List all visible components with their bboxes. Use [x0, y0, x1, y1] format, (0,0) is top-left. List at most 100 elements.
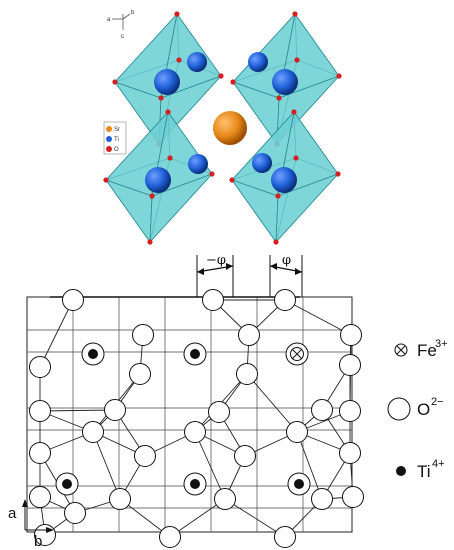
- oxygen-ion: [129, 363, 151, 385]
- oxygen-ion: [238, 324, 260, 346]
- ti-ion-icon: [396, 466, 406, 476]
- legend-o-swatch: [106, 146, 112, 152]
- oxygen-ion: [286, 421, 308, 443]
- oxygen-ion: [29, 356, 51, 378]
- o-atom: [147, 239, 153, 245]
- ti-ion: [190, 349, 200, 359]
- ion-legend: Fe 3+ O 2− Ti 4+: [387, 338, 448, 481]
- ti-ion: [62, 479, 72, 489]
- oxygen-ion: [134, 445, 156, 467]
- oxygen-ion: [184, 421, 206, 443]
- o-atom: [165, 109, 171, 115]
- legend-o-ion: O: [417, 400, 430, 419]
- legend-fe-charge: 3+: [435, 338, 448, 350]
- oxygen-ion: [274, 289, 296, 311]
- ti-atom: [187, 52, 207, 72]
- oxygen-ion: [104, 399, 126, 421]
- legend-sr-swatch: [106, 126, 112, 132]
- oxygen-ion: [159, 526, 181, 548]
- ti-atom: [154, 69, 180, 95]
- o-atom: [112, 79, 118, 85]
- perovskite-3d-structure: a b c Sr Ti O: [103, 10, 342, 245]
- o-atom: [176, 57, 182, 63]
- o-atom: [273, 239, 279, 245]
- octahedra-group: [103, 11, 342, 245]
- oxygen-ion: [274, 526, 296, 548]
- oxygen-ion: [64, 502, 86, 524]
- legend-ti-ion: Ti: [417, 462, 431, 481]
- rotation-minus-phi-label: −φ: [206, 253, 226, 268]
- o-atom: [149, 193, 155, 199]
- octahedron-front-right: [229, 109, 341, 245]
- legend-o-label: O: [114, 147, 119, 153]
- oxygen-ion: [62, 289, 84, 311]
- ti-atom: [272, 69, 298, 95]
- o-atom: [218, 73, 224, 79]
- rotation-annotation-right: φ: [269, 253, 303, 297]
- o-atom: [293, 155, 299, 161]
- o-atom: [275, 193, 281, 199]
- ti-atom: [188, 154, 208, 174]
- axis-c-label: c: [121, 34, 124, 40]
- oxygen-ion: [339, 400, 361, 422]
- ti-atom: [252, 153, 272, 173]
- axis-a-label: a: [107, 17, 111, 23]
- legend-fe: Fe 3+: [394, 338, 448, 360]
- oxygen-ion: [208, 401, 230, 423]
- oxygen-ion: [29, 442, 51, 464]
- o-atom: [103, 177, 109, 183]
- axis-a-label-2d: a: [8, 505, 17, 522]
- o-atom: [167, 155, 173, 161]
- o-atom: [229, 177, 235, 183]
- o-atom: [335, 171, 341, 177]
- legend-sr-label: Sr: [114, 127, 120, 133]
- o-atom: [174, 11, 180, 17]
- o-atom: [209, 171, 215, 177]
- oxygen-ion: [339, 442, 361, 464]
- legend-ti-charge: 4+: [432, 458, 445, 470]
- o-atom: [336, 73, 342, 79]
- octahedra-edges: [39, 299, 354, 538]
- ti-atom: [248, 52, 268, 72]
- o-atom: [230, 79, 236, 85]
- o-atom: [292, 11, 298, 17]
- ti-ion: [88, 349, 98, 359]
- atom-legend: Sr Ti O: [103, 121, 127, 155]
- rotation-annotation-left: −φ: [196, 253, 234, 297]
- oxygen-ion: [311, 399, 333, 421]
- legend-o: O 2−: [387, 396, 444, 421]
- oxygen-ion: [339, 354, 361, 376]
- legend-fe-ion: Fe: [417, 341, 437, 360]
- ti-ion: [190, 479, 200, 489]
- octahedron-back-right: [230, 11, 342, 147]
- rotation-phi-label: φ: [282, 253, 291, 268]
- crystal-axes-indicator: a b c: [107, 10, 135, 40]
- ti-atom: [145, 167, 171, 193]
- octahedron-front-left: [103, 109, 215, 245]
- axis-b-label: b: [131, 10, 135, 16]
- o-atom: [294, 57, 300, 63]
- oxygen-ion: [29, 400, 51, 422]
- o-atom: [291, 109, 297, 115]
- oxygen-ion: [342, 486, 364, 508]
- octahedral-tilt-diagram: −φ φ Fe 3+ O 2− Ti 4+: [8, 253, 448, 550]
- o-ion-icon: [387, 397, 411, 421]
- ti-atom: [271, 167, 297, 193]
- oxygen-ion: [29, 486, 51, 508]
- grid-lines: [26, 296, 353, 533]
- oxygen-ion: [82, 421, 104, 443]
- axis-b-label-2d: b: [34, 533, 42, 550]
- o-atom: [276, 95, 282, 101]
- oxygen-ion: [311, 488, 333, 510]
- legend-ti-swatch: [106, 136, 112, 142]
- oxygen-ion: [109, 488, 131, 510]
- cation-ions: [55, 342, 311, 496]
- legend-ti-label: Ti: [114, 137, 119, 143]
- oxygen-ions: [29, 289, 364, 548]
- oxygen-ion: [132, 324, 154, 346]
- o-atom: [158, 95, 164, 101]
- planar-axes-indicator: a b: [8, 499, 54, 550]
- oxygen-ion: [236, 363, 258, 385]
- oxygen-ion: [234, 445, 256, 467]
- legend-o-charge: 2−: [431, 396, 444, 408]
